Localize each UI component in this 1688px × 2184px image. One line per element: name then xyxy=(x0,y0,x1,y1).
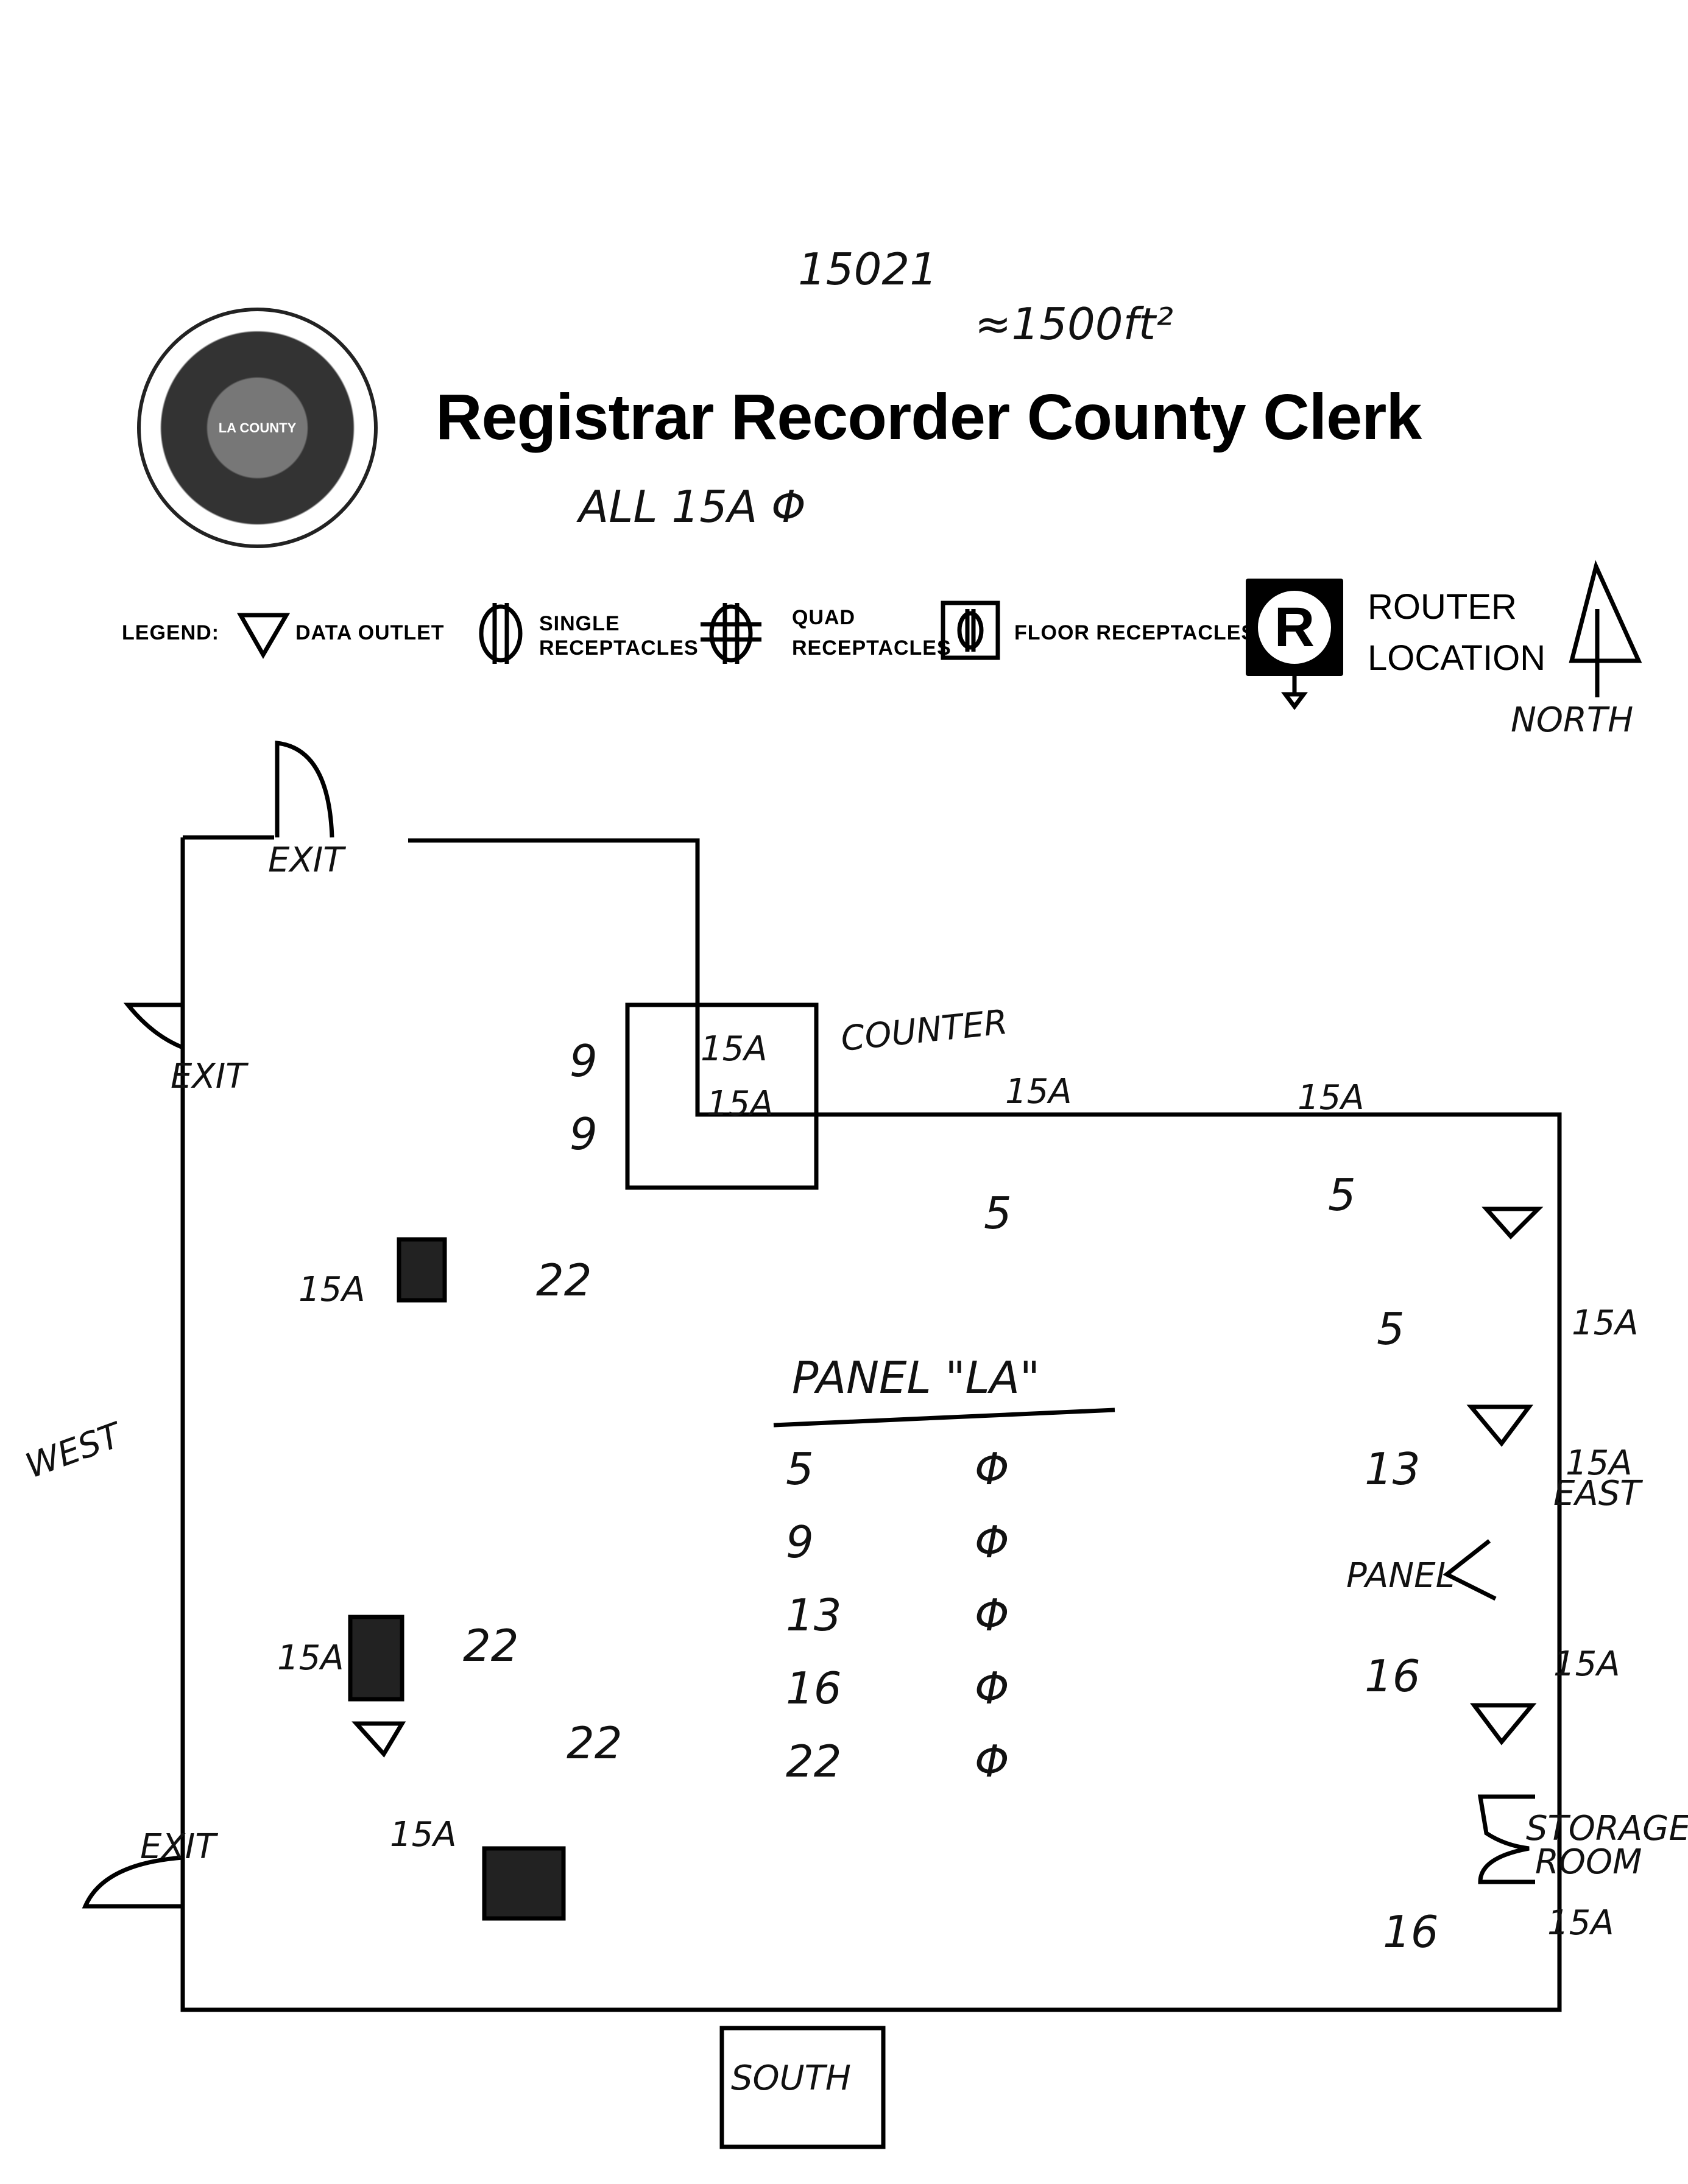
legend-single-label-1: SINGLE xyxy=(539,612,620,635)
east-circuit-3: 16 xyxy=(1365,1650,1421,1702)
panel-row-circuit: 13 xyxy=(786,1590,842,1641)
floor-receptacle-icon xyxy=(482,1846,566,1921)
counter-circuit-1: 9 xyxy=(570,1035,598,1087)
counter-rating-2: 15A xyxy=(707,1084,774,1124)
storage-label-1: STORAGE xyxy=(1526,1809,1688,1848)
data-outlet-icon xyxy=(1481,1206,1544,1240)
direction-east: EAST xyxy=(1553,1474,1641,1513)
legend-quad-label-1: QUAD xyxy=(792,606,856,629)
floor-circuit-1: 22 xyxy=(536,1255,592,1306)
east-rating-3: 15A xyxy=(1553,1644,1620,1684)
exit-label-north: EXIT xyxy=(268,840,344,880)
router-arrow-icon xyxy=(1281,676,1308,710)
counter-circuit-2: 9 xyxy=(570,1108,598,1160)
floor-circuit-2: 22 xyxy=(463,1620,519,1671)
data-outlet-icon xyxy=(1470,1703,1537,1745)
counter-rating-1: 15A xyxy=(701,1029,768,1069)
building-walls xyxy=(180,835,1562,2012)
county-seal xyxy=(137,308,378,548)
counter-outline xyxy=(625,1002,819,1190)
panel-row-circuit: 5 xyxy=(786,1443,814,1495)
east-circuit-2: 13 xyxy=(1365,1443,1421,1495)
note-id: 15021 xyxy=(798,244,938,295)
router-symbol: R xyxy=(1258,591,1331,664)
panel-row-phase: Φ xyxy=(975,1736,1009,1787)
east-rating-1: 15A xyxy=(1572,1303,1639,1343)
north-wall-rating-2: 15A xyxy=(1298,1078,1365,1118)
exit-door-north xyxy=(275,741,334,838)
floor-receptacle-icon xyxy=(348,1615,404,1702)
router-label-2: LOCATION xyxy=(1368,638,1546,678)
legend-data-outlet-icon xyxy=(236,613,291,660)
legend-quad-label-2: RECEPTACLES xyxy=(792,636,952,660)
panel-row-circuit: 22 xyxy=(786,1736,842,1787)
floor-receptacle-icon xyxy=(397,1237,447,1303)
east-circuit-4: 16 xyxy=(1383,1906,1439,1957)
north-arrow-icon xyxy=(1569,560,1642,697)
east-rating-2: 15A xyxy=(1566,1443,1633,1483)
legend-quad-receptacle-icon xyxy=(701,603,761,664)
panel-row-phase: Φ xyxy=(975,1443,1009,1495)
router-label: ROUTER LOCATION xyxy=(1368,582,1545,684)
exit-label-west: EXIT xyxy=(171,1057,247,1096)
panel-row-phase: Φ xyxy=(975,1516,1009,1568)
direction-south: SOUTH xyxy=(731,2059,851,2098)
county-seal-text: LA COUNTY xyxy=(218,420,297,435)
east-rating-4: 15A xyxy=(1547,1903,1614,1943)
panel-row-circuit: 16 xyxy=(786,1663,842,1714)
page-title: Registrar Recorder County Clerk xyxy=(436,381,1422,453)
router-label-1: ROUTER xyxy=(1368,587,1517,627)
legend-data-outlet-label: DATA OUTLET xyxy=(295,621,445,644)
panel-row-circuit: 9 xyxy=(786,1516,814,1568)
exit-label-southwest: EXIT xyxy=(140,1827,216,1867)
panel-row-phase: Φ xyxy=(975,1590,1009,1641)
floor-circuit-3: 22 xyxy=(567,1717,623,1769)
legend-floor-receptacle-icon xyxy=(941,601,1000,660)
east-circuit-1: 5 xyxy=(1377,1303,1405,1354)
panel-pointer-icon xyxy=(1443,1539,1497,1601)
exit-door-southwest xyxy=(82,1855,183,1909)
legend-single-receptacle-icon xyxy=(479,603,523,664)
north-wall-circuit-1: 5 xyxy=(984,1188,1012,1239)
north-wall-circuit-2: 5 xyxy=(1328,1169,1356,1221)
legend-single-label-2: RECEPTACLES xyxy=(539,636,699,660)
panel-row-phase: Φ xyxy=(975,1663,1009,1714)
note-all-15a: ALL 15A Φ xyxy=(579,481,806,532)
north-wall-rating-1: 15A xyxy=(1005,1072,1072,1111)
legend-label: LEGEND: xyxy=(122,621,219,644)
data-outlet-icon xyxy=(351,1721,406,1758)
floor-rating-3: 15A xyxy=(390,1815,457,1855)
note-area: ≈1500ft² xyxy=(975,298,1174,350)
legend-floor-label: FLOOR RECEPTACLES xyxy=(1014,621,1256,644)
storage-label-2: ROOM xyxy=(1535,1842,1642,1882)
panel-schedule-title: PANEL "LA" xyxy=(792,1352,1040,1403)
data-outlet-icon xyxy=(1466,1404,1533,1447)
floor-rating-2: 15A xyxy=(277,1638,344,1678)
exit-door-west xyxy=(123,1002,184,1050)
panel-pointer-label: PANEL xyxy=(1346,1556,1455,1596)
floor-rating-1: 15A xyxy=(298,1270,365,1309)
north-label: NORTH xyxy=(1511,700,1634,740)
